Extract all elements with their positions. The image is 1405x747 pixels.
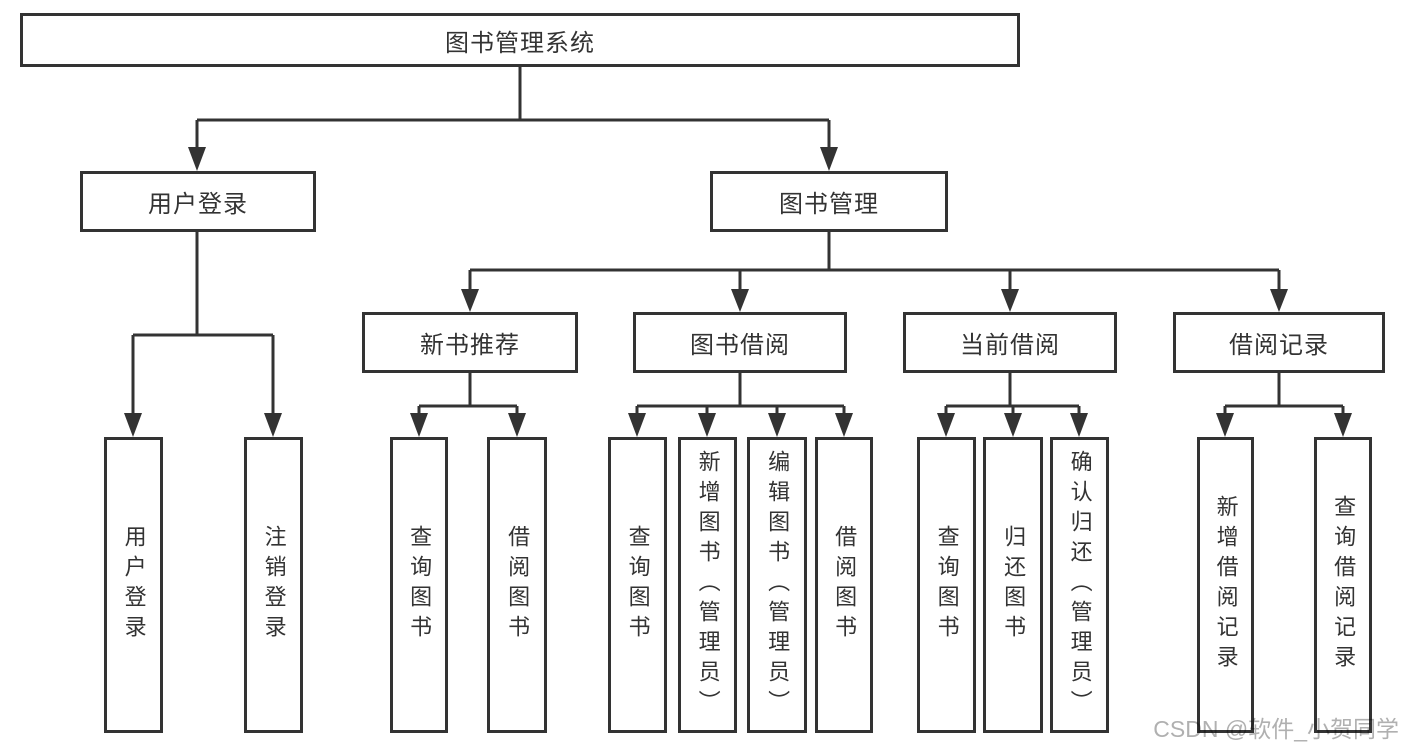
node-borrowing-records: 借阅记录 xyxy=(1173,312,1385,373)
node-label: 查询借阅记录 xyxy=(1331,495,1357,675)
arrowheads xyxy=(124,147,1352,437)
node-label: 编辑图书（管理员） xyxy=(765,450,791,720)
leaf-borrow-books-borrow: 借阅图书 xyxy=(815,437,873,733)
node-label: 确认归还（管理员） xyxy=(1067,450,1093,720)
node-label: 用户登录 xyxy=(121,525,147,645)
leaf-query-books-newbook: 查询图书 xyxy=(390,437,448,733)
node-label: 注销登录 xyxy=(261,525,287,645)
node-label: 查询图书 xyxy=(407,525,433,645)
node-label: 新增图书（管理员） xyxy=(695,450,721,720)
node-label: 图书借阅 xyxy=(690,332,790,359)
leaf-query-borrow-record: 查询借阅记录 xyxy=(1314,437,1372,733)
node-label: 新增借阅记录 xyxy=(1213,495,1239,675)
node-label: 当前借阅 xyxy=(960,332,1060,359)
node-label: 借阅图书 xyxy=(832,525,858,645)
node-user-login: 用户登录 xyxy=(80,171,316,232)
node-label: 借阅图书 xyxy=(505,525,531,645)
node-new-book-recommend: 新书推荐 xyxy=(362,312,578,373)
leaf-logout: 注销登录 xyxy=(244,437,303,733)
node-label: 查询图书 xyxy=(625,525,651,645)
node-label: 新书推荐 xyxy=(420,332,520,359)
node-label: 用户登录 xyxy=(148,191,248,218)
csdn-watermark: CSDN @软件_小贺同学 xyxy=(1153,716,1399,742)
node-label: 归还图书 xyxy=(1001,525,1027,645)
leaf-user-login: 用户登录 xyxy=(104,437,163,733)
node-library-system: 图书管理系统 xyxy=(20,13,1020,67)
leaf-borrow-books-newbook: 借阅图书 xyxy=(487,437,547,733)
node-label: 图书管理 xyxy=(779,191,879,218)
leaf-query-books-current: 查询图书 xyxy=(917,437,976,733)
leaf-return-books: 归还图书 xyxy=(983,437,1043,733)
leaf-add-borrow-record: 新增借阅记录 xyxy=(1197,437,1254,733)
leaf-edit-book-admin: 编辑图书（管理员） xyxy=(747,437,807,733)
leaf-confirm-return-admin: 确认归还（管理员） xyxy=(1050,437,1109,733)
leaf-add-book-admin: 新增图书（管理员） xyxy=(678,437,737,733)
node-label: 借阅记录 xyxy=(1229,332,1329,359)
node-label: 图书管理系统 xyxy=(445,29,595,57)
node-current-borrowing: 当前借阅 xyxy=(903,312,1117,373)
node-label: 查询图书 xyxy=(934,525,960,645)
node-book-borrowing: 图书借阅 xyxy=(633,312,847,373)
leaf-query-books-borrow: 查询图书 xyxy=(608,437,667,733)
node-book-management: 图书管理 xyxy=(710,171,948,232)
